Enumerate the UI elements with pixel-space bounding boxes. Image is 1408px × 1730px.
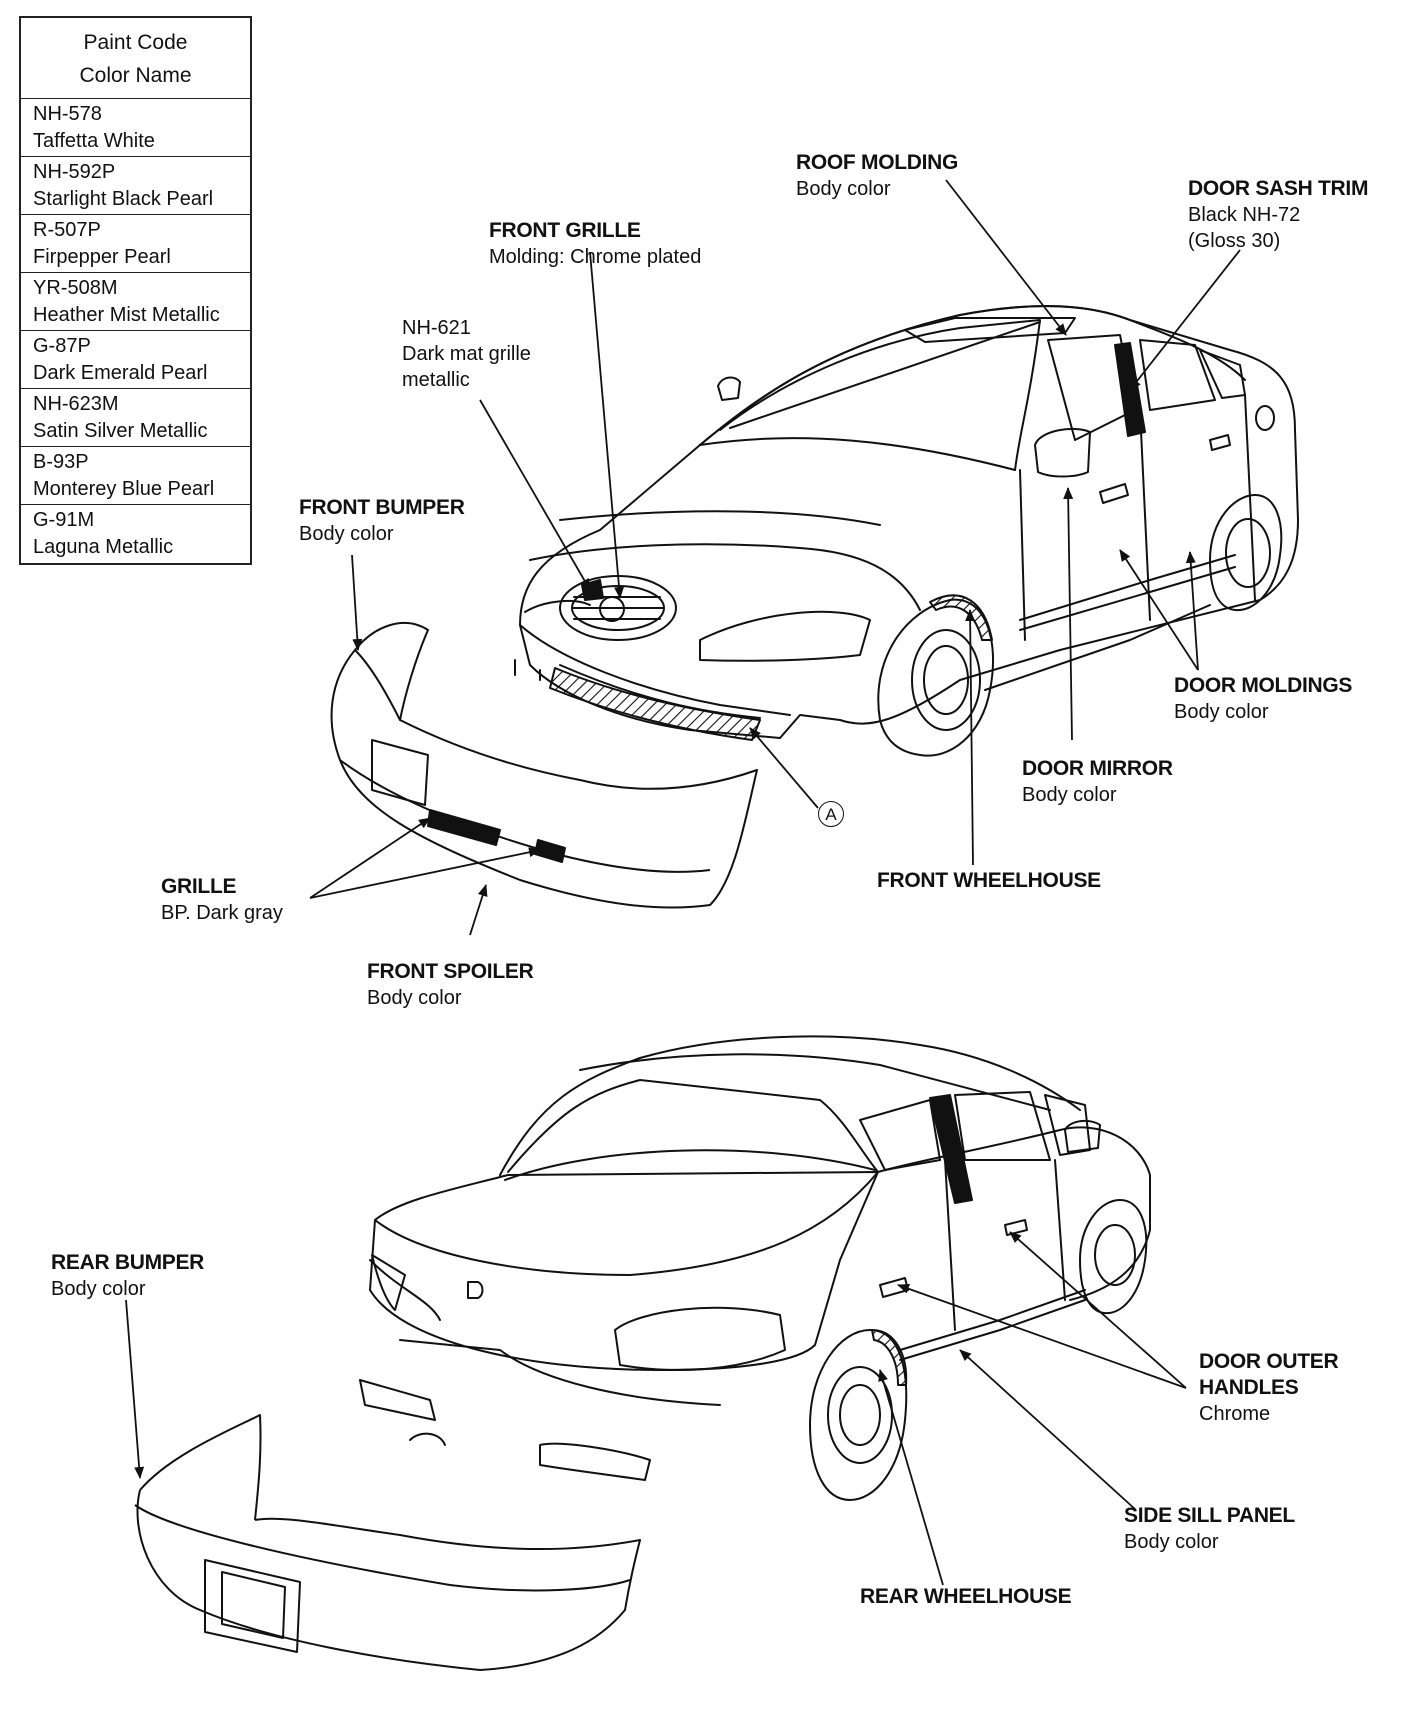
rear-bumper-drawing: [134, 1414, 641, 1671]
paint-row: NH-623M Satin Silver Metallic: [21, 389, 250, 447]
paint-row: G-91M Laguna Metallic: [21, 505, 250, 563]
door-mirror-sub: Body color: [1022, 784, 1117, 806]
nh621-line1: NH-621: [402, 317, 471, 339]
nh621-line2: Dark mat grille: [402, 343, 531, 365]
grille-sub: BP. Dark gray: [161, 902, 283, 924]
door-outer-handles-title2: HANDLES: [1199, 1376, 1299, 1399]
paint-row: NH-578 Taffetta White: [21, 99, 250, 157]
paint-code: B-93P: [33, 451, 89, 473]
paint-row: G-87P Dark Emerald Pearl: [21, 331, 250, 389]
color-name-header: Color Name: [79, 64, 192, 87]
door-outer-handles-label: DOOR OUTER HANDLES Chrome: [1199, 1349, 1339, 1427]
callout-arrows: [125, 179, 1241, 1586]
rear-wheelhouse-title: REAR WHEELHOUSE: [860, 1585, 1072, 1608]
door-moldings-sub: Body color: [1174, 701, 1269, 723]
paint-code: NH-623M: [33, 393, 119, 415]
color-name: Satin Silver Metallic: [33, 420, 208, 442]
front-grille-sub: Molding: Chrome plated: [489, 246, 702, 268]
front-grille-title: FRONT GRILLE: [489, 219, 641, 242]
paint-code: G-91M: [33, 509, 95, 531]
color-name: Taffetta White: [33, 130, 155, 152]
color-name: Monterey Blue Pearl: [33, 478, 215, 500]
front-car-drawing: [514, 304, 1299, 757]
paint-code-table: Paint Code Color Name NH-578 Taffetta Wh…: [19, 16, 252, 565]
front-bumper-sub: Body color: [299, 523, 394, 545]
rear-bumper-title: REAR BUMPER: [51, 1251, 205, 1274]
front-spoiler-label: FRONT SPOILER Body color: [367, 959, 534, 1011]
front-spoiler-sub: Body color: [367, 987, 462, 1009]
paint-code: NH-592P: [33, 161, 116, 183]
paint-code: G-87P: [33, 335, 91, 357]
grille-label: GRILLE BP. Dark gray: [161, 874, 283, 926]
nh621-line3: metallic: [402, 369, 470, 391]
paint-row: YR-508M Heather Mist Metallic: [21, 273, 250, 331]
door-moldings-label: DOOR MOLDINGS Body color: [1174, 673, 1352, 725]
door-sash-trim-label: DOOR SASH TRIM Black NH-72 (Gloss 30): [1188, 176, 1368, 254]
front-bumper-label: FRONT BUMPER Body color: [299, 495, 465, 547]
paint-code: NH-578: [33, 103, 102, 125]
side-sill-panel-sub: Body color: [1124, 1531, 1219, 1553]
side-sill-panel-label: SIDE SILL PANEL Body color: [1124, 1503, 1295, 1555]
grille-title: GRILLE: [161, 875, 237, 898]
door-mirror-title: DOOR MIRROR: [1022, 757, 1173, 780]
rear-bumper-label: REAR BUMPER Body color: [51, 1250, 204, 1302]
paint-row: R-507P Firpepper Pearl: [21, 215, 250, 273]
color-name: Starlight Black Pearl: [33, 188, 214, 210]
front-spoiler-title: FRONT SPOILER: [367, 960, 534, 983]
detail-a-marker: A: [818, 801, 844, 827]
color-name: Dark Emerald Pearl: [33, 362, 208, 384]
door-sash-trim-sub2: (Gloss 30): [1188, 230, 1281, 252]
color-name: Heather Mist Metallic: [33, 304, 220, 326]
paint-code: R-507P: [33, 219, 101, 241]
roof-molding-title: ROOF MOLDING: [796, 151, 959, 174]
roof-molding-label: ROOF MOLDING Body color: [796, 150, 958, 202]
door-sash-trim-title: DOOR SASH TRIM: [1188, 177, 1369, 200]
color-name: Laguna Metallic: [33, 536, 174, 558]
paint-row: NH-592P Starlight Black Pearl: [21, 157, 250, 215]
paint-table-header: Paint Code Color Name: [21, 18, 250, 99]
door-outer-handles-sub: Chrome: [1199, 1403, 1271, 1425]
door-moldings-title: DOOR MOLDINGS: [1174, 674, 1353, 697]
front-wheelhouse-label: FRONT WHEELHOUSE: [877, 868, 1101, 894]
front-grille-label: FRONT GRILLE Molding: Chrome plated: [489, 218, 701, 270]
nh621-label: NH-621 Dark mat grille metallic: [402, 315, 531, 393]
door-sash-trim-sub1: Black NH-72: [1188, 204, 1301, 226]
rear-wheelhouse-label: REAR WHEELHOUSE: [860, 1584, 1072, 1610]
paint-code: YR-508M: [33, 277, 118, 299]
side-sill-panel-title: SIDE SILL PANEL: [1124, 1504, 1295, 1527]
color-name: Firpepper Pearl: [33, 246, 171, 268]
paint-code-header: Paint Code: [83, 31, 188, 54]
roof-molding-sub: Body color: [796, 178, 891, 200]
front-bumper-title: FRONT BUMPER: [299, 496, 465, 519]
paint-row: B-93P Monterey Blue Pearl: [21, 447, 250, 505]
door-outer-handles-title1: DOOR OUTER: [1199, 1350, 1339, 1373]
rear-bumper-sub: Body color: [51, 1278, 146, 1300]
rear-car-drawing: [359, 1035, 1151, 1501]
front-wheelhouse-title: FRONT WHEELHOUSE: [877, 869, 1101, 892]
front-bumper-drawing: [330, 621, 758, 909]
door-mirror-label: DOOR MIRROR Body color: [1022, 756, 1173, 808]
